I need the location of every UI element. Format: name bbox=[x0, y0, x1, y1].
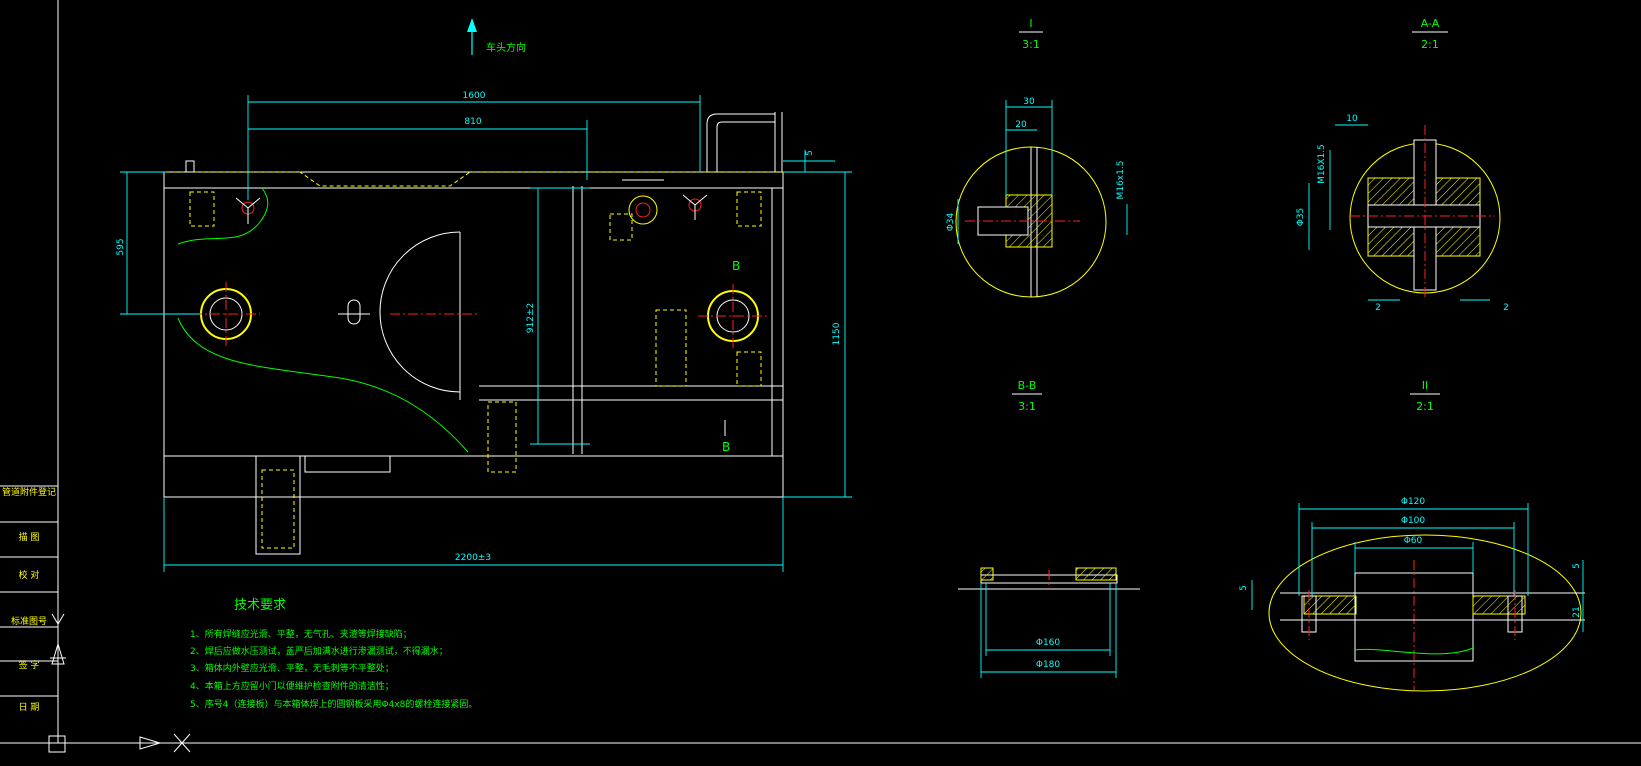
main-view: 车头方向 bbox=[116, 18, 852, 572]
detail-II-dim-left5: 5 bbox=[1239, 585, 1249, 591]
flange-right bbox=[698, 284, 768, 350]
detail-II-dim-120: Φ120 bbox=[1401, 497, 1426, 507]
sight-glass-icon bbox=[338, 299, 370, 325]
detail-II: II 2:1 Φ120 Φ100 Φ60 5 5 21 bbox=[1239, 379, 1585, 692]
detail-I-title: I bbox=[1029, 17, 1032, 30]
title-block-row-6: 日 期 bbox=[19, 702, 40, 713]
detail-AA-dim-10: 10 bbox=[1346, 114, 1358, 124]
detail-II-scale: 2:1 bbox=[1416, 400, 1434, 413]
detail-AA-dim-gap-right: 2 bbox=[1503, 303, 1509, 313]
title-block-row-1: 管道附件登记 bbox=[2, 486, 56, 498]
detail-I-scale: 3:1 bbox=[1022, 38, 1040, 51]
title-block: 管道附件登记 描 图 校 对 标准图号 签 字 日 期 bbox=[0, 0, 1641, 744]
note-3: 3、箱体内外壁应光滑、平整，无毛刺等不平整处； bbox=[190, 662, 394, 674]
title-block-row-5: 签 字 bbox=[19, 659, 40, 671]
detail-II-title: II bbox=[1422, 379, 1429, 392]
dim-2200: 2200±3 bbox=[455, 553, 491, 563]
detail-I-dim-30: 30 bbox=[1023, 97, 1035, 107]
tank-body bbox=[163, 171, 784, 498]
detail-BB-scale: 3:1 bbox=[1018, 400, 1036, 413]
detail-I-dim-20: 20 bbox=[1015, 120, 1027, 130]
dim-595: 595 bbox=[116, 238, 126, 255]
detail-I-dim-thread: M16x1.5 bbox=[1116, 161, 1126, 200]
notes-title: 技术要求 bbox=[234, 598, 286, 613]
note-5: 5、序号4（连接板）与本箱体焊上的圆钢板采用Φ4x8的螺栓连接紧固。 bbox=[190, 698, 477, 710]
detail-AA: A-A 2:1 10 M16X1.5 Φ35 2 2 bbox=[1296, 17, 1509, 313]
detail-BB-dim-180: Φ180 bbox=[1036, 660, 1061, 670]
detail-AA-dim-gap-left: 2 bbox=[1375, 303, 1381, 313]
valve-left-icon bbox=[235, 197, 261, 224]
detail-BB-title: B-B bbox=[1018, 379, 1037, 392]
dim-912: 912±2 bbox=[526, 303, 536, 333]
detail-AA-dim-thread: M16X1.5 bbox=[1317, 144, 1327, 184]
note-4: 4、本箱上方应留小门以便维护检查附件的清洁性； bbox=[190, 680, 394, 692]
center-flange bbox=[622, 179, 664, 225]
direction-label: 车头方向 bbox=[486, 41, 526, 54]
section-mark-bottom: B bbox=[722, 440, 730, 454]
dim-5: 5 bbox=[805, 150, 815, 156]
detail-AA-scale: 2:1 bbox=[1421, 38, 1439, 51]
dim-1150: 1150 bbox=[832, 322, 842, 345]
detail-BB: B-B 3:1 Φ160 Φ180 bbox=[958, 379, 1140, 678]
detail-I-dim-34: Φ34 bbox=[946, 212, 956, 231]
detail-I: I 3:1 30 20 Φ34 M16x1.5 bbox=[946, 17, 1128, 298]
detail-AA-dim-35: Φ35 bbox=[1296, 208, 1306, 227]
crosshair-cursor-icon bbox=[139, 733, 191, 753]
note-2: 2、焊后应做水压测试，盖严后加满水进行渗漏测试，不得漏水； bbox=[190, 645, 448, 657]
drain-outlet bbox=[255, 455, 301, 555]
detail-II-dim-right21: 21 bbox=[1572, 606, 1582, 617]
technical-notes: 技术要求 1、所有焊缝应光滑、平整，无气孔、夹渣等焊接缺陷； 2、焊后应做水压测… bbox=[190, 598, 477, 710]
title-block-row-4: 标准图号 bbox=[11, 615, 47, 627]
detail-II-dim-100: Φ100 bbox=[1401, 516, 1426, 526]
dim-1600: 1600 bbox=[463, 91, 486, 101]
detail-II-dim-right5: 5 bbox=[1572, 563, 1582, 569]
ucs-icon bbox=[48, 608, 66, 753]
flange-left bbox=[192, 282, 260, 346]
detail-BB-dim-160: Φ160 bbox=[1036, 638, 1061, 648]
detail-II-dim-60: Φ60 bbox=[1404, 536, 1423, 546]
detail-AA-title: A-A bbox=[1421, 17, 1440, 30]
valve-right-icon bbox=[682, 194, 708, 220]
dimension-lines bbox=[120, 95, 852, 572]
title-block-row-2: 描 图 bbox=[19, 531, 40, 543]
title-block-row-3: 校 对 bbox=[19, 569, 40, 581]
dim-810: 810 bbox=[464, 117, 481, 127]
section-mark-top: B bbox=[732, 259, 740, 273]
note-1: 1、所有焊缝应光滑、平整，无气孔、夹渣等焊接缺陷； bbox=[190, 628, 412, 640]
direction-arrow-icon bbox=[467, 18, 477, 55]
